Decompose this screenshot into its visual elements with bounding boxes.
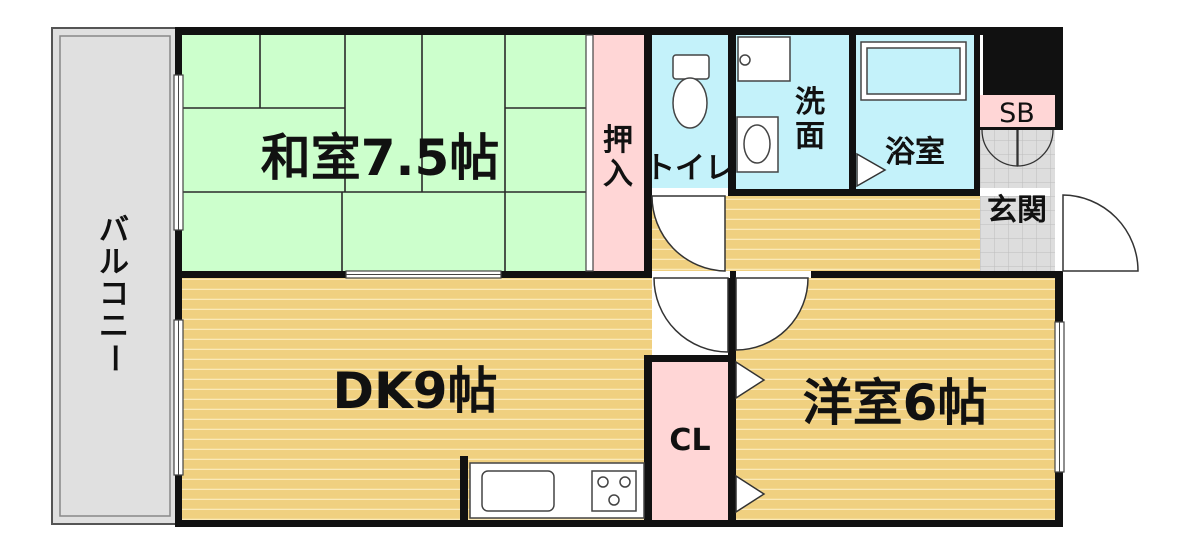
window-mullions <box>178 75 1060 475</box>
svg-text:ニ: ニ <box>99 309 129 344</box>
sb-cabinet-doors <box>981 129 1054 167</box>
svg-text:バ: バ <box>99 213 129 248</box>
oshiire-label-1: 押 <box>603 123 633 158</box>
washbasin <box>736 116 779 173</box>
balcony <box>51 27 179 525</box>
svg-text:コ: コ <box>99 277 129 312</box>
genkan-label: 玄関 <box>987 193 1047 228</box>
yokushitsu-label: 浴室 <box>885 135 945 170</box>
sb-floor <box>980 95 1055 127</box>
senmen-label-2: 面 <box>795 119 825 154</box>
washitsu-label: 和室7.5帖 <box>261 129 500 187</box>
bathtub <box>860 41 967 101</box>
svg-text:ー: ー <box>96 343 131 373</box>
closet-sliding-doors <box>585 34 594 272</box>
kitchen-counter <box>469 462 645 519</box>
balcony-label: バ ル コ ニ ー <box>96 213 131 373</box>
tatami-lines <box>182 35 587 271</box>
dk-label: DK9帖 <box>332 362 497 420</box>
oshiire-label-2: 入 <box>603 157 633 192</box>
toilet-fixture <box>672 54 710 129</box>
toilet-label: トイレ <box>645 151 735 186</box>
oshiire-floor <box>592 35 644 271</box>
washing-machine <box>737 36 791 82</box>
cl-floor <box>652 362 728 520</box>
washitsu-floor <box>182 35 587 271</box>
door-openings <box>652 188 1063 278</box>
cl-label: CL <box>669 423 710 458</box>
senmen-label-1: 洗 <box>795 85 825 120</box>
youshitsu-label: 洋室6帖 <box>803 374 988 432</box>
door-swings <box>651 152 1139 514</box>
sb-label: SB <box>999 98 1035 129</box>
svg-text:ル: ル <box>99 245 129 280</box>
